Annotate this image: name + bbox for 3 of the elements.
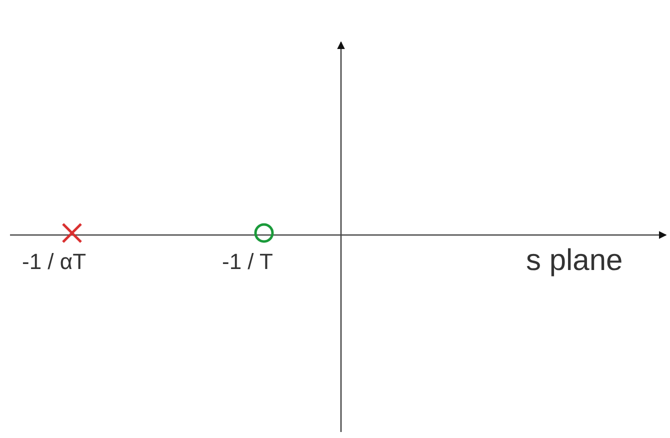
plane-label: s plane: [526, 246, 623, 276]
axis-value-label: -1 / T: [222, 251, 273, 273]
axis-value-label: -1 / αT: [22, 251, 86, 273]
